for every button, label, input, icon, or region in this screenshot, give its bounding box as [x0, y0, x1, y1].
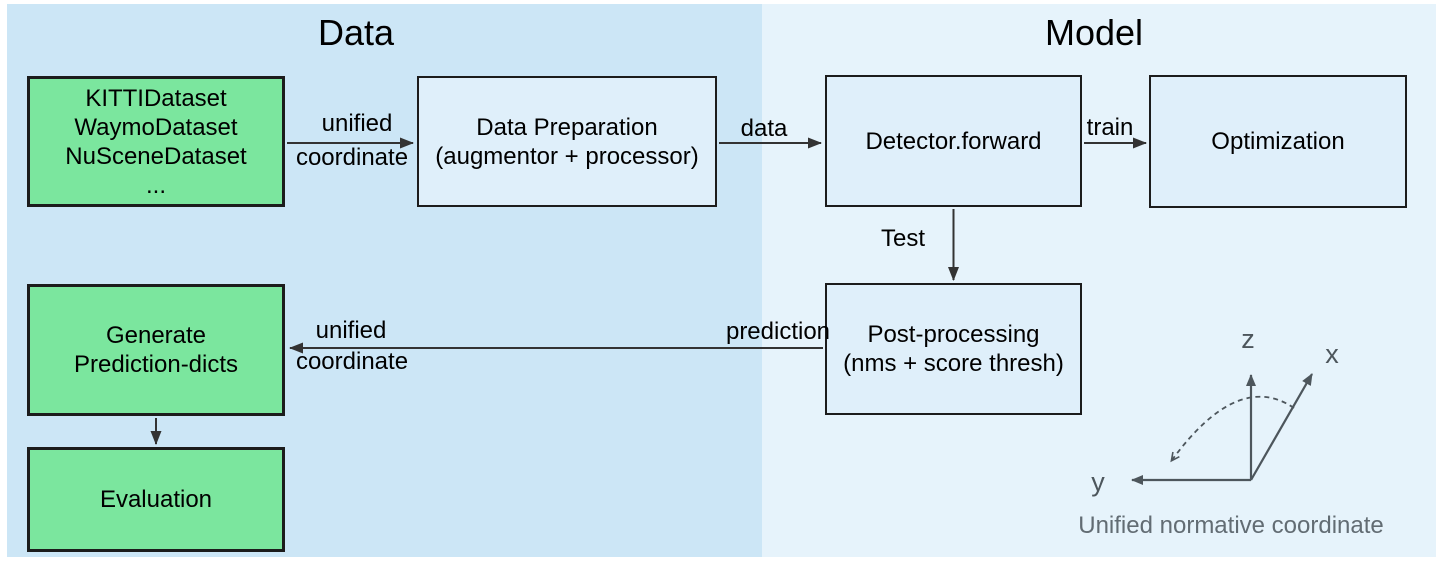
- datasets-line: ...: [145, 171, 166, 199]
- evaluation-box: Evaluation: [27, 447, 285, 552]
- evaluation-line: Evaluation: [99, 486, 213, 513]
- datasets-line: NuSceneDataset: [65, 142, 247, 170]
- edge-label-coordinate-bottom: coordinate: [295, 347, 409, 375]
- coordinate-caption: Unified normative coordinate: [1078, 511, 1384, 539]
- detector-forward-line: Detector.forward: [865, 127, 1042, 155]
- edge-label-prediction: prediction: [725, 317, 831, 345]
- optimization-box: Optimization: [1149, 75, 1407, 208]
- data-section-title: Data: [317, 12, 395, 54]
- datasets-box: KITTIDataset WaymoDataset NuSceneDataset…: [27, 76, 285, 207]
- edge-label-test: Test: [880, 224, 926, 252]
- post-processing-line: (nms + score thresh): [843, 350, 1064, 377]
- edge-label-coordinate-top: coordinate: [295, 143, 409, 171]
- z-axis-label: z: [1241, 324, 1255, 355]
- edge-label-unified-bottom: unified: [315, 316, 387, 344]
- detector-forward-box: Detector.forward: [825, 75, 1082, 207]
- datasets-line: WaymoDataset: [74, 113, 238, 141]
- y-axis-label: y: [1091, 467, 1105, 498]
- data-preparation-line: (augmentor + processor): [435, 142, 699, 170]
- edge-label-data: data: [740, 114, 788, 142]
- data-preparation-box: Data Preparation (augmentor + processor): [417, 76, 717, 207]
- data-preparation-line: Data Preparation: [476, 113, 658, 141]
- generate-prediction-dicts-box: Generate Prediction-dicts: [27, 284, 285, 416]
- generate-prediction-dicts-line: Generate: [105, 322, 207, 349]
- x-axis-label: x: [1325, 339, 1339, 370]
- post-processing-box: Post-processing (nms + score thresh): [825, 283, 1082, 415]
- datasets-line: KITTIDataset: [85, 84, 227, 112]
- post-processing-line: Post-processing: [867, 321, 1040, 348]
- edge-label-unified-top: unified: [321, 109, 393, 137]
- model-section-title: Model: [1044, 12, 1144, 54]
- optimization-line: Optimization: [1211, 128, 1345, 155]
- edge-label-train: train: [1086, 113, 1134, 141]
- generate-prediction-dicts-line: Prediction-dicts: [73, 351, 239, 378]
